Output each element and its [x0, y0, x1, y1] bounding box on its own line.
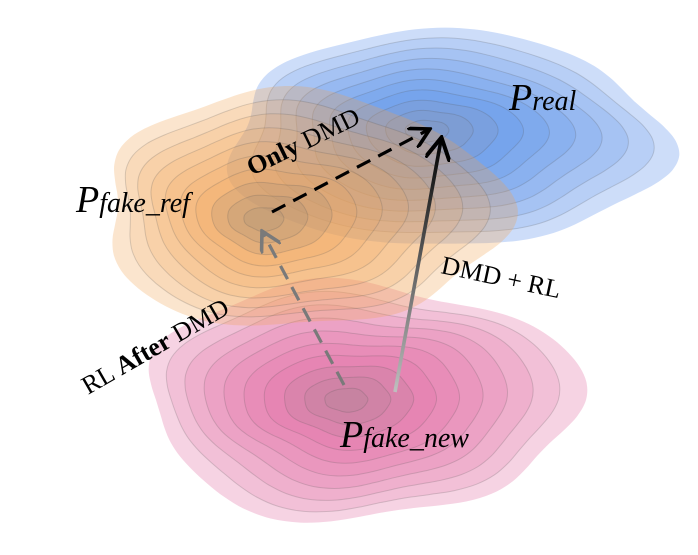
blob-new-level	[148, 277, 588, 523]
blob-new-level	[283, 365, 415, 439]
blob-real-level	[250, 37, 655, 234]
only-dmd-arrow	[271, 130, 428, 214]
blob-ref-level	[124, 99, 491, 318]
label-p-real: Preal	[508, 77, 577, 119]
blob-new-level	[243, 342, 461, 464]
blob-new-level	[324, 387, 369, 413]
blob-new-level	[184, 304, 534, 501]
blob-ref-level	[164, 141, 409, 289]
blob-real-level	[226, 27, 680, 244]
dmd-rl-arrow	[393, 140, 441, 393]
blob-ref-level	[137, 113, 464, 309]
blob-ref-level	[195, 168, 358, 267]
blob-new-level	[165, 290, 561, 513]
label-dmd-rl: DMD + RL	[439, 251, 564, 305]
blob-new-level	[263, 354, 438, 451]
blob-new-level	[203, 317, 508, 490]
blob-ref-level	[211, 181, 333, 256]
blob-ref-level	[227, 194, 309, 244]
fake-new-distribution-contours	[148, 277, 588, 523]
label-p-fake-new: Pfake_new	[339, 414, 469, 456]
blob-ref-level	[179, 155, 383, 278]
rl-after-dmd-arrow	[263, 233, 346, 386]
blob-ref-level	[150, 127, 436, 299]
label-p-fake-ref: Pfake_ref	[75, 179, 193, 221]
blob-new-level	[304, 376, 392, 426]
blob-new-level	[223, 330, 484, 477]
